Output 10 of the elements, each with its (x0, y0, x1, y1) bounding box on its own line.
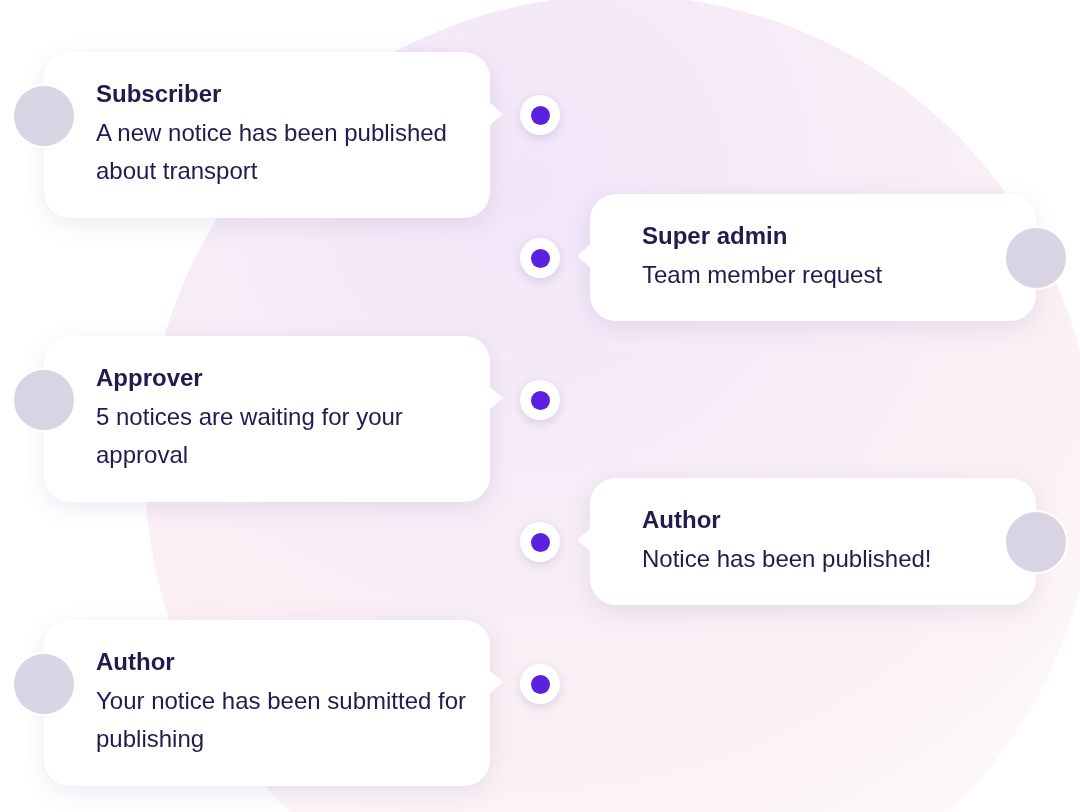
role-heading: Author (642, 505, 722, 535)
notification-text: Your notice has been submitted for publishing (96, 686, 468, 754)
role-heading: Subscriber (96, 79, 223, 109)
role-heading: Super admin (642, 221, 789, 251)
notification-text: 5 notices are waiting for your approval (96, 402, 404, 470)
role-heading: Approver (96, 363, 204, 393)
role-heading: Author (96, 647, 176, 677)
notification-text: A new notice has been published about transport (96, 118, 448, 186)
notification-text: Notice has been published! (642, 544, 933, 574)
notification-text: Team member request (642, 260, 884, 290)
